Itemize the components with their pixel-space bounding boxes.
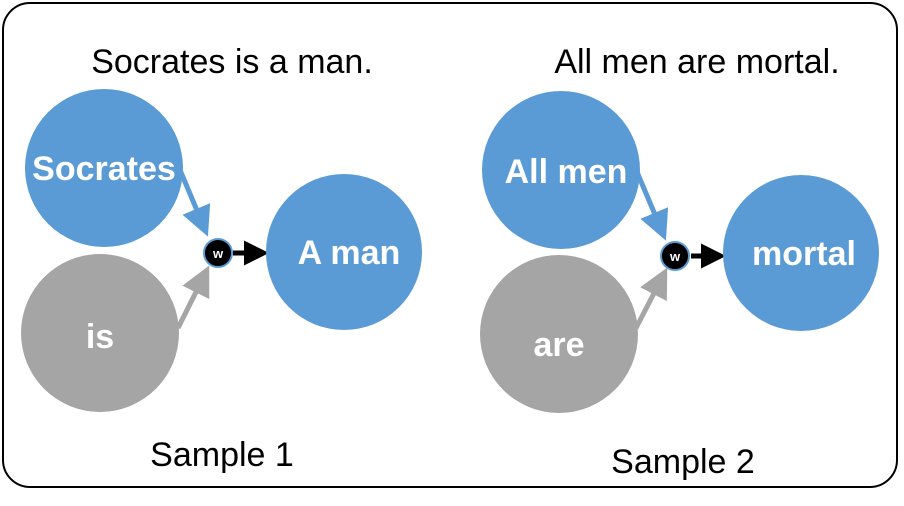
sample-1-relation-node: is [21, 254, 179, 412]
sample-1-weight-node: w [203, 238, 233, 268]
sample-1-object-node: A man [266, 174, 422, 330]
sample-1-sentence: Socrates is a man. [91, 43, 373, 81]
sample-1-weight-label: w [212, 246, 224, 261]
sample-1-subject-arrow [177, 169, 211, 237]
sample-2-subject-arrow [634, 171, 669, 241]
sample-2-subject-label: All men [505, 153, 628, 191]
sample-1-subject-label: Socrates [32, 150, 176, 188]
sample-1-object-label: A man [298, 234, 401, 272]
sample-2-object-node: mortal [723, 175, 879, 331]
sample-2-weight-label: w [669, 249, 681, 264]
sample-1-caption: Sample 1 [150, 436, 294, 474]
sample-1: Socrates is a man. Socrates is A man w S… [21, 43, 422, 474]
sample-2-sentence: All men are mortal. [554, 43, 839, 81]
sample-1-subject-node: Socrates [25, 89, 183, 247]
sample-2: All men are mortal. All men are mortal w… [480, 43, 879, 481]
sample-2-object-label: mortal [752, 235, 856, 273]
sample-2-relation-node: are [480, 255, 638, 413]
sample-2-caption: Sample 2 [611, 443, 755, 481]
sample-1-relation-label: is [86, 318, 114, 356]
sample-2-relation-label: are [533, 326, 584, 364]
sample-1-relation-arrow [175, 265, 210, 330]
sample-2-weight-node: w [660, 241, 690, 271]
diagram-frame [2, 2, 898, 488]
sample-2-relation-arrow [633, 267, 668, 330]
sample-2-subject-node: All men [482, 91, 640, 249]
